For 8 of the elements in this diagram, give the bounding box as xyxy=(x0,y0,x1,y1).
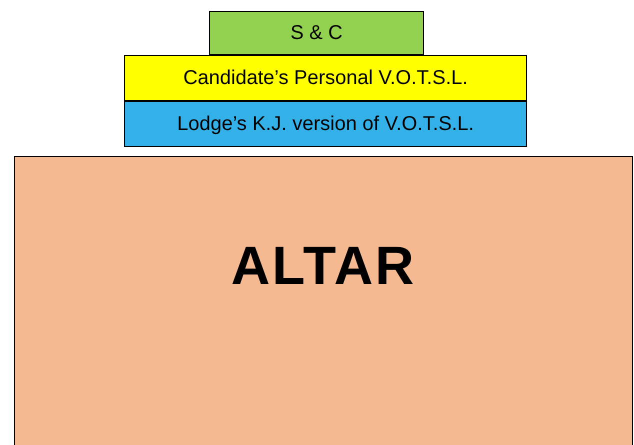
card-label: Candidate’s Personal V.O.T.S.L. xyxy=(183,66,468,90)
card xyxy=(209,11,424,55)
card-label: Lodge’s K.J. version of V.O.T.S.L. xyxy=(177,112,474,136)
altar-block xyxy=(14,156,633,445)
altar-label: ALTAR xyxy=(231,235,416,297)
card-label: S & C xyxy=(290,22,343,44)
card xyxy=(124,55,527,101)
card xyxy=(124,101,527,147)
